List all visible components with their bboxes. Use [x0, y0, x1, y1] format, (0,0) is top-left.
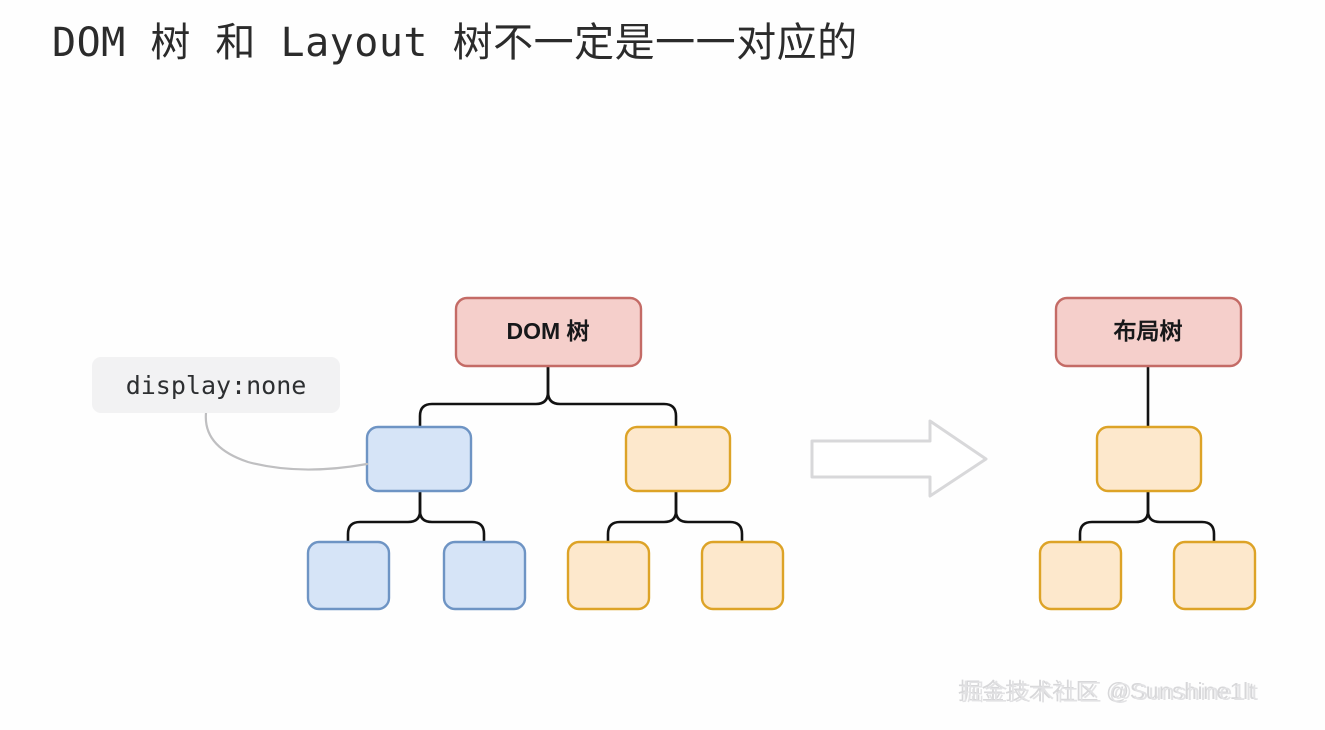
layout-tree-orange-leaf-2[interactable]	[1172, 540, 1257, 611]
dom-tree-orange-leaf-2[interactable]	[700, 540, 785, 611]
callout-leader-line	[204, 411, 369, 471]
dom-tree-root-box[interactable]	[454, 296, 643, 368]
dom-tree-blue-subtree-root[interactable]	[365, 425, 473, 493]
connector-dom-root-to-blue	[418, 364, 550, 429]
transform-arrow-icon	[810, 419, 988, 498]
display-none-callout-label: display:none	[125, 370, 307, 400]
watermark-text: 掘金技术社区 @Sunshine1lt	[958, 678, 1256, 704]
connector-orange-branch-to-leaf-1	[606, 489, 678, 544]
page-title: DOM 树 和 Layout 树不一定是一一对应的	[52, 20, 858, 66]
layout-tree-root-box[interactable]	[1054, 296, 1243, 368]
connector-orange-branch-to-leaf-2	[674, 489, 744, 544]
connector-dom-root-to-orange	[546, 364, 678, 429]
connector-blue-branch-to-leaf-1	[346, 489, 422, 544]
connector-blue-branch-to-leaf-2	[418, 489, 486, 544]
connector-layout-branch-to-leaf-2	[1146, 489, 1216, 544]
connector-layout-branch-to-leaf-1	[1078, 489, 1150, 544]
layout-tree-orange-subtree-root[interactable]	[1095, 425, 1203, 493]
display-none-callout: display:none	[92, 357, 340, 413]
dom-tree-orange-subtree-root[interactable]	[624, 425, 732, 493]
dom-tree-root-label: DOM 树	[506, 318, 589, 344]
watermark: 掘金技术社区 @Sunshine1lt 掘金技术社区 @Sunshine1lt	[958, 672, 1259, 706]
layout-tree-orange-leaf-1[interactable]	[1038, 540, 1123, 611]
dom-tree-blue-leaf-2[interactable]	[442, 540, 527, 611]
dom-tree-blue-leaf-1[interactable]	[306, 540, 391, 611]
watermark-text-ghost: 掘金技术社区 @Sunshine1lt	[961, 679, 1259, 705]
layout-tree-root-label: 布局树	[1114, 318, 1183, 344]
dom-tree-orange-leaf-1[interactable]	[566, 540, 651, 611]
